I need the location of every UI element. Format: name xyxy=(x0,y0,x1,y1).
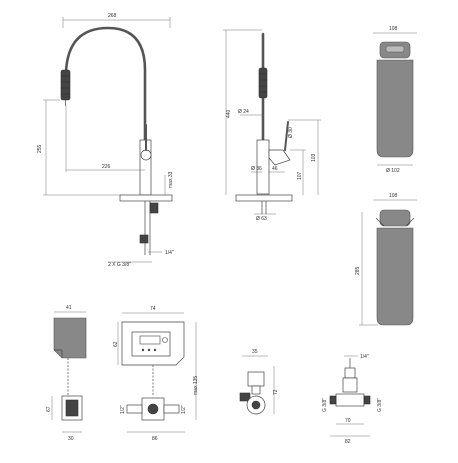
solenoid-inlet xyxy=(126,404,143,414)
hose-fitting xyxy=(149,202,159,214)
side-lever xyxy=(268,149,291,166)
filter-side-height-label: 285 xyxy=(355,266,361,275)
control-box-view: 74 62 86 1/2" 1/2" max 135 xyxy=(113,306,199,442)
side-body-height-label: 107 xyxy=(297,171,303,180)
side-view: 440 Ø 24 Ø 30 Ø 36 46 103 107 Ø 63 xyxy=(223,29,321,222)
spray-head xyxy=(60,69,71,101)
control-base-label: 86 xyxy=(152,436,158,442)
front-deck-label: max 33 xyxy=(168,171,174,188)
filter-cartridge xyxy=(376,59,414,158)
side-base-dia-label: Ø 63 xyxy=(256,216,267,222)
tee-overall-label: 82 xyxy=(345,439,351,445)
front-height-label: 255 xyxy=(37,144,43,153)
filter-side-cartridge xyxy=(376,227,414,326)
control-width-label: 74 xyxy=(150,306,156,312)
battery-height-a-label: 67 xyxy=(46,406,52,412)
control-inlet-label: 1/2" xyxy=(120,405,126,414)
filter-side-bracket xyxy=(375,217,415,227)
valve-handle xyxy=(247,371,265,387)
control-button xyxy=(147,348,151,352)
battery-connector-core xyxy=(65,399,79,417)
tee-adapter-view: 1/4" G 3/8" G 3/8" 70 82 xyxy=(322,354,383,445)
battery-box-view: 41 67 30 xyxy=(46,305,87,442)
valve-nut xyxy=(239,392,251,402)
battery-height-b-label: 30 xyxy=(68,436,74,442)
front-reach-label: 226 xyxy=(102,164,111,170)
front-connector-label: 2 X G 3/8" xyxy=(108,262,131,268)
battery-box-edge xyxy=(54,349,63,358)
filter-head-cap xyxy=(385,45,405,53)
tee-body xyxy=(335,393,365,407)
gooseneck-spout xyxy=(64,26,147,162)
valve-height-label: 72 xyxy=(273,389,279,395)
spray-head-grip xyxy=(61,75,70,95)
tee-top-label: 1/4" xyxy=(360,354,369,360)
filter-side-head xyxy=(379,209,411,227)
side-body xyxy=(256,139,270,195)
side-spray-grip xyxy=(259,73,267,93)
shutoff-valve-view: 35 72 xyxy=(239,349,279,415)
side-deck-plate xyxy=(235,194,293,202)
tee-right-label: G 3/8" xyxy=(377,398,383,412)
front-inlet-label: 1/4" xyxy=(165,250,174,256)
lever-hub xyxy=(140,149,152,161)
tee-inner-label: 70 xyxy=(345,418,351,424)
solenoid-coil xyxy=(147,403,159,415)
side-lever-height-label: 103 xyxy=(311,153,317,162)
tee-branch-nut xyxy=(344,367,356,379)
control-depth-label: max 135 xyxy=(193,376,199,395)
solenoid-outlet xyxy=(163,404,180,414)
filter-side-width-label: 108 xyxy=(389,193,398,199)
side-lever-depth-label: 46 xyxy=(272,166,278,172)
hose-fitting xyxy=(139,234,149,244)
filter-side-view: 108 285 xyxy=(355,193,417,326)
control-height-label: 62 xyxy=(113,341,119,347)
control-button xyxy=(141,348,145,352)
control-display-screen xyxy=(139,335,161,345)
side-lever-dia-label: Ø 30 xyxy=(288,127,294,138)
tee-left-label: G 3/8" xyxy=(322,398,328,412)
battery-box-body xyxy=(53,317,87,359)
filter-top-view: 108 Ø 102 xyxy=(373,26,417,174)
control-buttons xyxy=(141,337,168,352)
control-dial xyxy=(162,337,168,343)
tee-left-thread xyxy=(329,395,337,405)
side-body-dia-label: Ø 36 xyxy=(251,166,262,172)
control-outlet-label: 1/2" xyxy=(181,405,187,414)
side-lever-handle xyxy=(284,121,289,151)
valve-port xyxy=(251,400,261,410)
front-width-label: 268 xyxy=(108,13,117,19)
side-spout-dia-label: Ø 24 xyxy=(238,109,249,115)
tee-right-thread xyxy=(363,395,371,405)
valve-stem xyxy=(251,385,261,395)
battery-width-label: 41 xyxy=(66,305,72,311)
filter-top-dia-label: Ø 102 xyxy=(386,168,400,174)
front-view: 268 255 226 max 33 1/4" xyxy=(37,13,174,268)
tee-valve-handle xyxy=(342,377,358,393)
deck-plate xyxy=(119,194,173,202)
side-spray-head xyxy=(258,67,268,99)
valve-width-label: 35 xyxy=(252,349,258,355)
filter-top-width-label: 108 xyxy=(389,26,398,32)
side-height-label: 440 xyxy=(226,109,232,118)
control-button xyxy=(153,348,157,352)
